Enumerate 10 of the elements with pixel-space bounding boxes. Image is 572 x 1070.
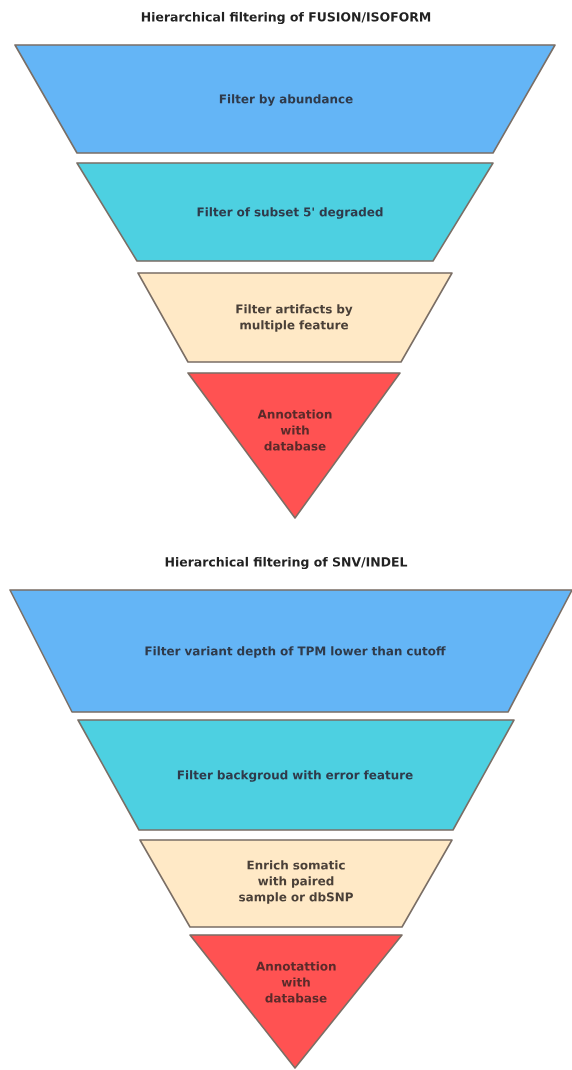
- funnel-triangle: Annotation with database: [187, 372, 401, 519]
- funnel-layer: Filter variant depth of TPM lower than cutoff: [9, 589, 572, 713]
- funnel-triangle: Annotattion with database: [189, 934, 403, 1069]
- funnel-layer: Filter by abundance: [14, 44, 556, 154]
- heading: Hierarchical filtering of SNV/INDEL: [165, 556, 408, 570]
- funnel-layer: Enrich somatic with paired sample or dbSNP: [139, 839, 453, 928]
- heading: Hierarchical filtering of FUSION/ISOFORM: [141, 11, 431, 25]
- funnel-layer: Filter backgroud with error feature: [77, 719, 515, 831]
- funnel-layer: Filter artifacts by multiple feature: [137, 272, 453, 363]
- funnel-layer: Filter of subset 5' degraded: [76, 162, 494, 262]
